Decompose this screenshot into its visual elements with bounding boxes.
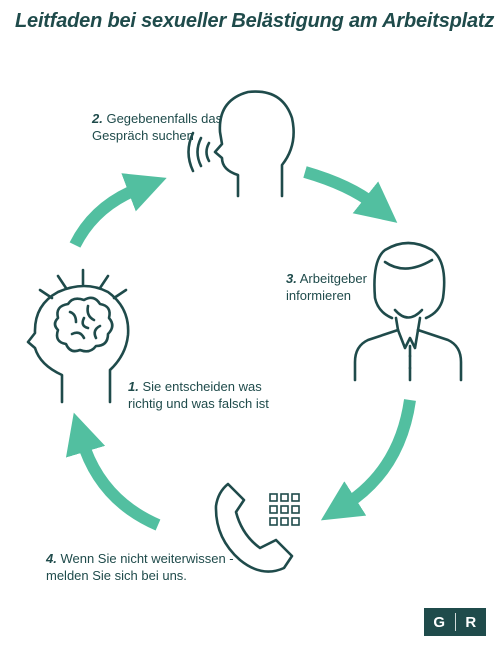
arrow-2-to-3 (303, 166, 398, 223)
arrow-4-to-1 (65, 412, 161, 531)
employer-woman-icon (353, 241, 463, 382)
arrow-3-to-4 (320, 399, 416, 521)
speaking-head-icon (187, 90, 295, 198)
page-title: Leitfaden bei sexueller Belästigung am A… (15, 10, 495, 32)
phone-icon (214, 482, 294, 573)
keypad-icon (269, 493, 300, 526)
arrow-1-to-2 (69, 173, 167, 248)
brain-head-icon (26, 268, 130, 404)
step-3-label: 3. Arbeitgeber informieren (286, 271, 367, 303)
step-2-label: 2. Gegebenenfalls das Gespräch suchen (92, 111, 223, 143)
step-1-label: 1. Sie entscheiden was richtig und was f… (128, 379, 269, 411)
gr-logo: G R (424, 608, 486, 636)
step-4-label: 4. Wenn Sie nicht weiterwissen - melden … (46, 551, 234, 583)
